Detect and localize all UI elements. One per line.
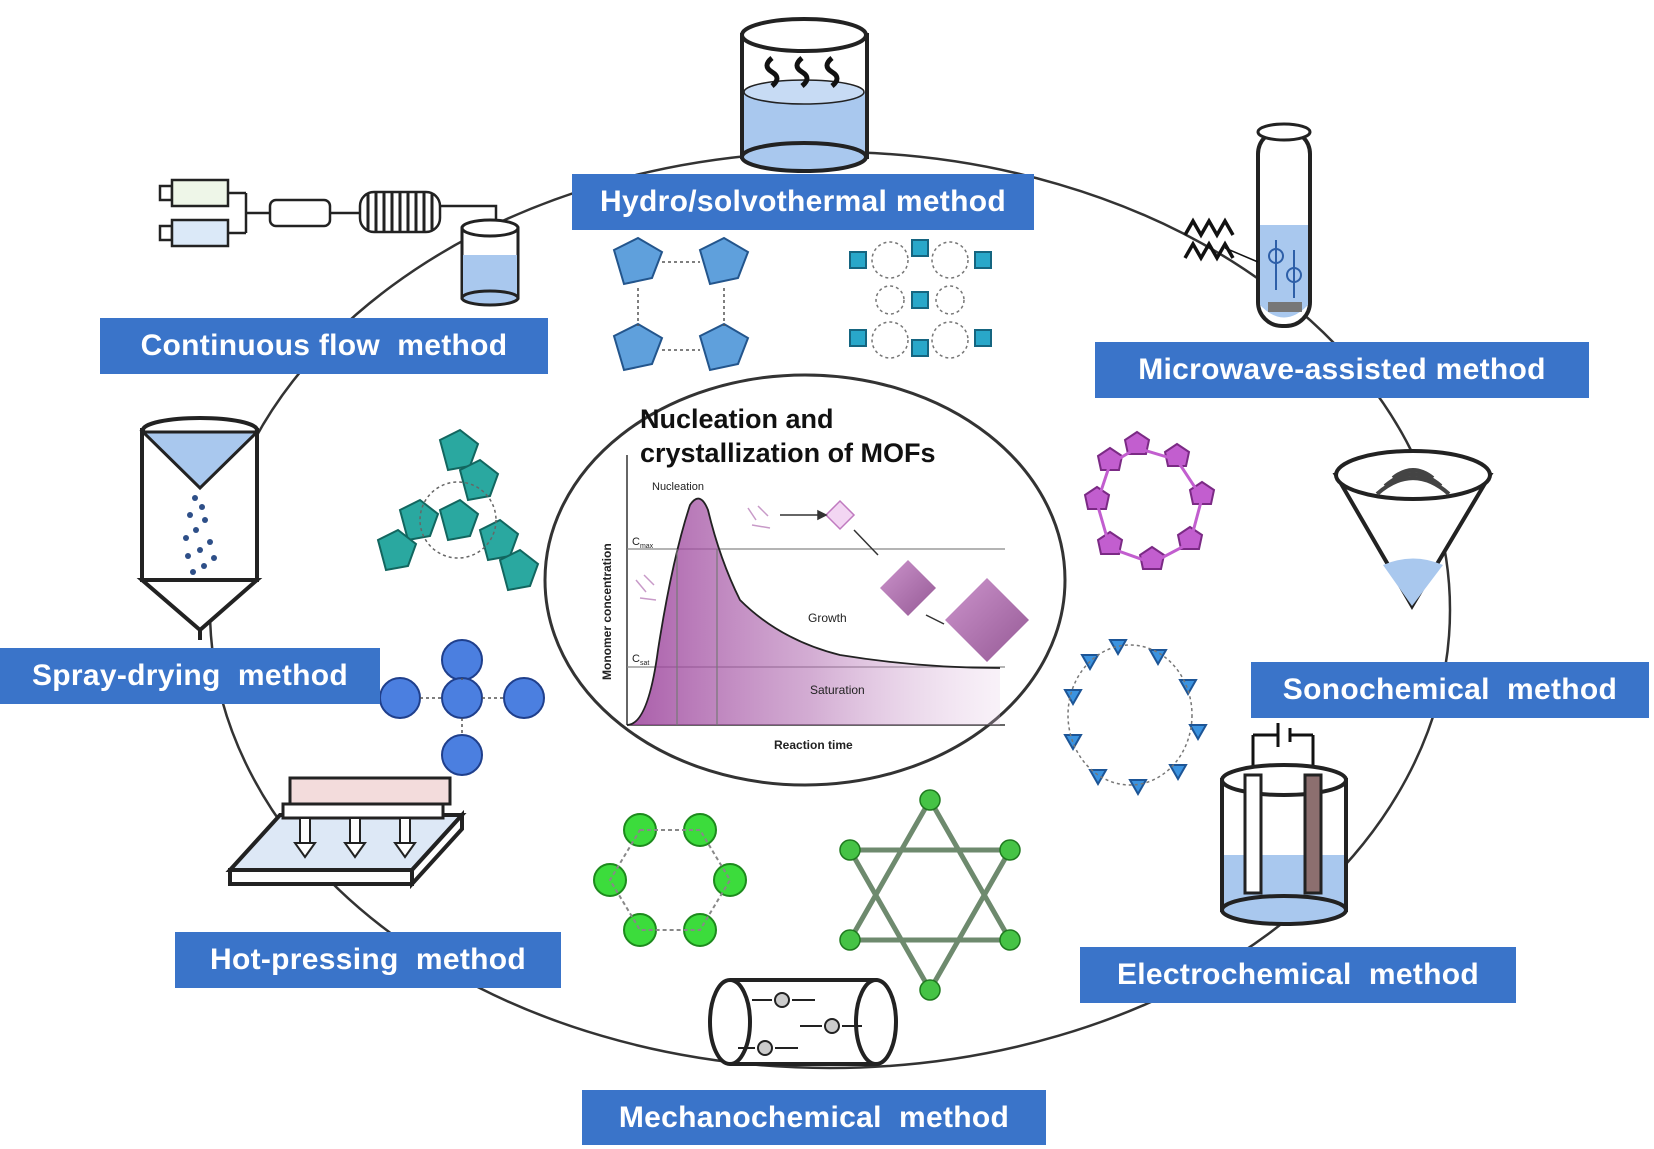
ball-mill-icon [708,978,898,1066]
concentration-curve [626,497,1001,726]
label-sonochemical: Sonochemical method [1251,662,1649,718]
crystal-medium [880,560,936,616]
microwave-tube-icon [1183,122,1312,328]
flow-reactor-icon [158,178,520,307]
label-electrochemical: Electrochemical method [1080,947,1516,1003]
mof-structure-bottom-left [593,813,747,947]
autoclave-icon [740,17,869,173]
saturation-label: Saturation [810,683,865,697]
mof-structure-left-upper [376,428,540,592]
spray-tower-icon [136,416,263,640]
mof-structure-top-left [612,236,750,372]
center-title-line1: Nucleation and [640,404,834,434]
chart-xlabel: Reaction time [774,738,853,752]
mof-structure-right-upper [1083,430,1216,570]
label-hot-pressing: Hot-pressing method [175,932,561,988]
nucleation-chart: Monomer concentration Reaction time Nucl… [600,455,1029,752]
mof-structure-left-lower [379,639,545,776]
center-title: Nucleation and crystallization of MOFs [640,402,1000,470]
hot-press-icon [225,776,467,890]
label-hydro-solvothermal: Hydro/solvothermal method [572,174,1034,230]
electrochemical-cell-icon [1220,723,1348,926]
center-title-line2: crystallization of MOFs [640,438,936,468]
label-spray-drying: Spray-drying method [0,648,380,704]
cmax-label: Cmax [632,536,654,550]
growth-label: Growth [808,611,847,625]
label-mechanochemical: Mechanochemical method [582,1090,1046,1145]
label-microwave-assisted: Microwave-assisted method [1095,342,1589,398]
crystal-seed [824,499,856,531]
mof-structure-top-right [849,239,992,359]
nucleation-label: Nucleation [652,481,704,493]
sonic-funnel-icon [1332,449,1494,610]
chart-ylabel: Monomer concentration [600,543,614,680]
crystal-large [945,578,1029,662]
csat-label: Csat [632,653,649,667]
label-continuous-flow: Continuous flow method [100,318,548,374]
mof-structure-bottom-right [839,789,1021,1001]
mof-structure-right-lower [1063,639,1208,797]
